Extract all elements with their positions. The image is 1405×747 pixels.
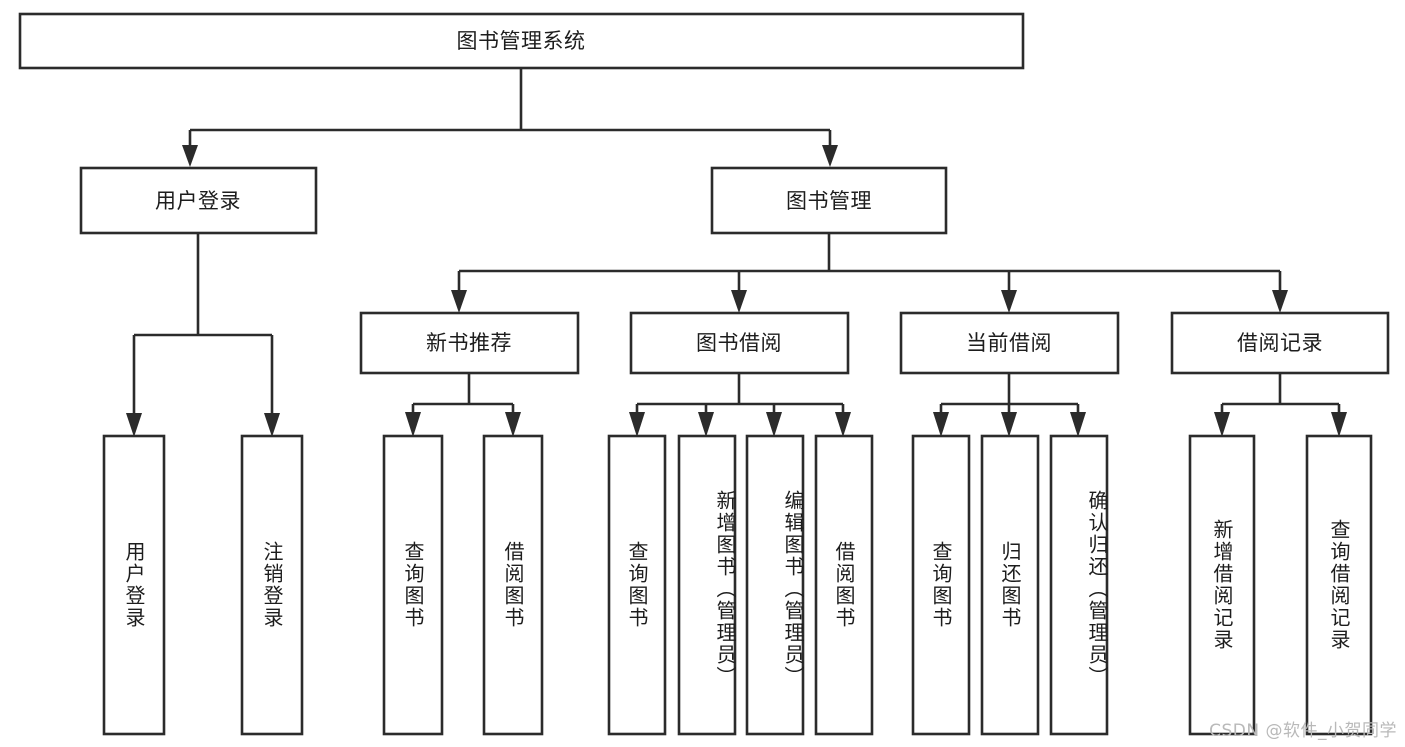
arrowhead-borrowrecord-c1: [1214, 412, 1230, 437]
arrowhead-bookborrow-c3: [766, 412, 782, 437]
arrowhead-currentborrow-c3: [1070, 412, 1086, 437]
leaf-box-edit-book-admin[interactable]: [745, 434, 805, 736]
leaf-box-borrow-book-2[interactable]: [814, 434, 874, 736]
csdn-watermark: CSDN @软件_小贺同学: [1209, 721, 1397, 741]
leaf-box-layer: [102, 434, 1373, 736]
arrowhead-bookborrow-c2: [698, 412, 714, 437]
node-borrow-record-box[interactable]: [1170, 311, 1390, 375]
node-book-borrow[interactable]: 图书借阅: [629, 311, 850, 375]
node-book-manage[interactable]: 图书管理: [710, 166, 948, 235]
node-root-box[interactable]: [18, 12, 1025, 70]
leaf-box-user-login[interactable]: [102, 434, 166, 736]
node-user-login-label: 用户登录: [155, 189, 241, 213]
arrowhead-leaf-user-login: [126, 413, 142, 437]
node-current-borrow-label: 当前借阅: [966, 331, 1052, 355]
node-current-borrow[interactable]: 当前借阅: [899, 311, 1120, 375]
node-book-manage-label: 图书管理: [786, 189, 872, 213]
arrowhead-bookborrow-c1: [629, 412, 645, 437]
leaf-box-query-book-1[interactable]: [382, 434, 444, 736]
node-borrow-record[interactable]: 借阅记录: [1170, 311, 1390, 375]
arrowhead-bookborrow-c4: [835, 412, 851, 437]
node-new-book-recommend-label: 新书推荐: [426, 331, 512, 355]
node-book-manage-box[interactable]: [710, 166, 948, 235]
arrowhead-currentborrow-c1: [933, 412, 949, 437]
node-borrow-record-label: 借阅记录: [1237, 331, 1323, 355]
node-user-login[interactable]: 用户登录: [79, 166, 318, 235]
node-root-label: 图书管理系统: [457, 29, 586, 53]
leaf-box-logout[interactable]: [240, 434, 304, 736]
node-current-borrow-box[interactable]: [899, 311, 1120, 375]
leaf-box-query-borrow-record[interactable]: [1305, 434, 1373, 736]
arrowhead-newbook-c2: [505, 412, 521, 437]
leaf-box-return-book[interactable]: [980, 434, 1040, 736]
node-root[interactable]: 图书管理系统: [18, 12, 1025, 70]
node-book-borrow-label: 图书借阅: [696, 331, 782, 355]
arrowhead-new-book: [451, 290, 467, 313]
arrowhead-borrowrecord-c2: [1331, 412, 1347, 437]
leaf-box-borrow-book-1[interactable]: [482, 434, 544, 736]
node-new-book-recommend-box[interactable]: [359, 311, 580, 375]
arrowhead-book-manage: [822, 145, 838, 167]
arrowhead-borrow-record: [1272, 290, 1288, 313]
arrowhead-current-borrow: [1001, 290, 1017, 313]
arrowhead-book-borrow: [731, 290, 747, 313]
leaf-box-query-book-3[interactable]: [911, 434, 971, 736]
connector-layer: [126, 68, 1347, 437]
node-book-borrow-box[interactable]: [629, 311, 850, 375]
leaf-box-confirm-return-admin[interactable]: [1049, 434, 1109, 736]
node-new-book-recommend[interactable]: 新书推荐: [359, 311, 580, 375]
arrowhead-leaf-logout: [264, 413, 280, 437]
arrowhead-user-login: [182, 145, 198, 167]
leaf-box-add-book-admin[interactable]: [677, 434, 737, 736]
leaf-box-query-book-2[interactable]: [607, 434, 667, 736]
node-user-login-box[interactable]: [79, 166, 318, 235]
arrowhead-newbook-c1: [405, 412, 421, 437]
leaf-box-add-borrow-record[interactable]: [1188, 434, 1256, 736]
arrowhead-currentborrow-c2: [1001, 412, 1017, 437]
